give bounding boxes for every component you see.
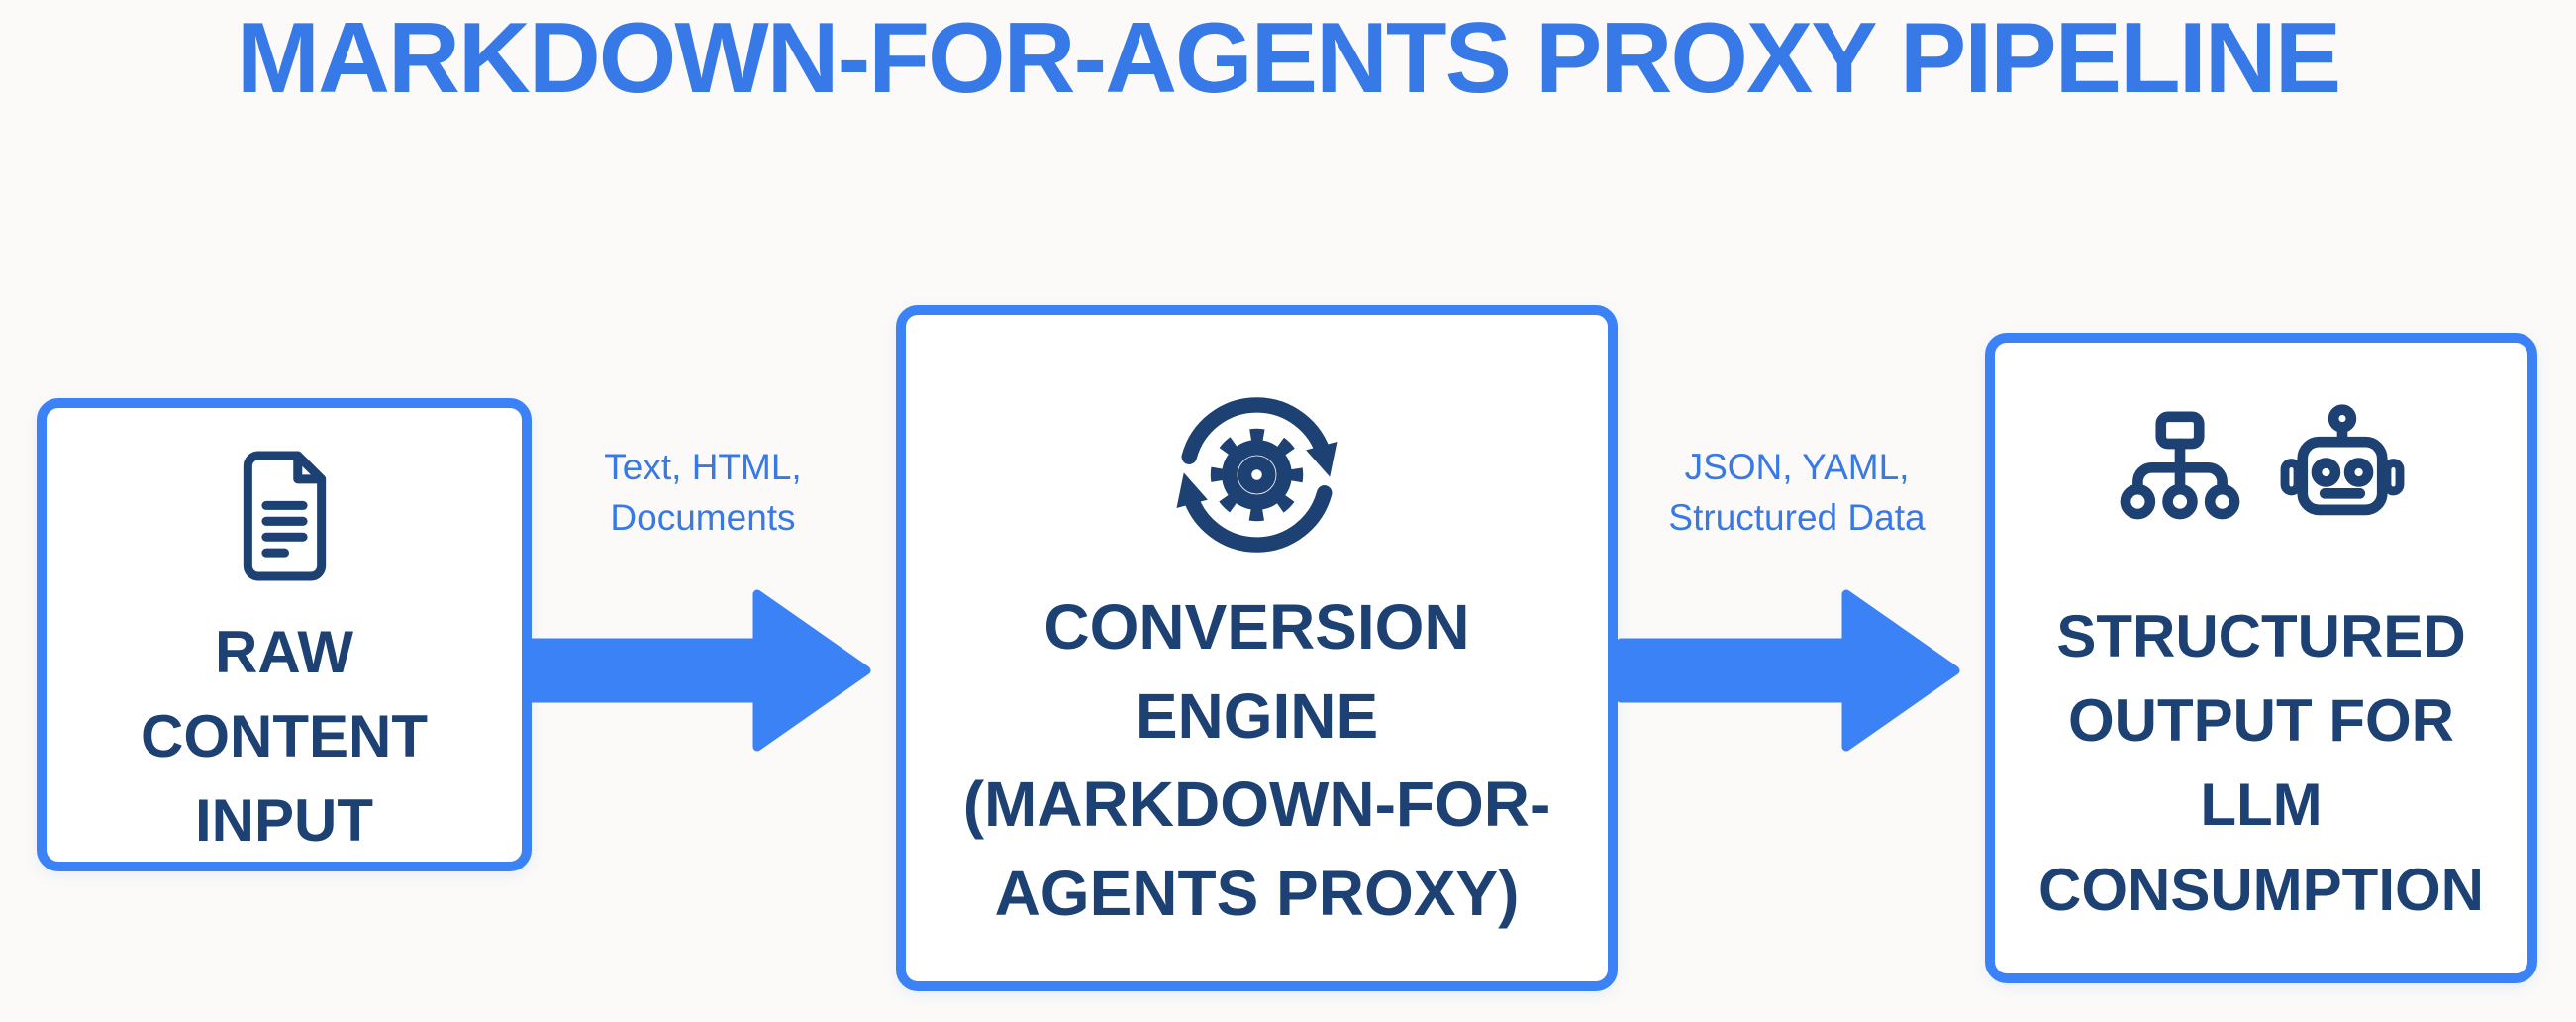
box-structured-output: STRUCTURED OUTPUT FOR LLM CONSUMPTION: [1985, 333, 2537, 983]
box-label-conversion-engine: CONVERSION ENGINE (MARKDOWN-FOR- AGENTS …: [962, 591, 1551, 929]
document-icon: [227, 448, 343, 584]
arrow-label-output-formats: JSON, YAML, Structured Data: [1668, 447, 1926, 539]
arrow-label-input-formats: Text, HTML, Documents: [604, 447, 802, 539]
box-conversion-engine: CONVERSION ENGINE (MARKDOWN-FOR- AGENTS …: [896, 305, 1618, 991]
sync-gear-icon: [1160, 378, 1353, 571]
diagram-title: MARKDOWN-FOR-AGENTS PROXY PIPELINE: [236, 3, 2341, 114]
flow-arrow-right-icon: [1616, 586, 1964, 760]
robot-icon: [2272, 402, 2413, 543]
output-icons: [2110, 402, 2413, 543]
sitemap-icon: [2110, 402, 2250, 543]
box-label-raw-content-input: RAW CONTENT INPUT: [141, 619, 428, 855]
flow-arrow-right-icon: [527, 586, 872, 760]
box-label-structured-output: STRUCTURED OUTPUT FOR LLM CONSUMPTION: [2038, 603, 2484, 923]
box-raw-content-input: RAW CONTENT INPUT: [37, 398, 532, 871]
